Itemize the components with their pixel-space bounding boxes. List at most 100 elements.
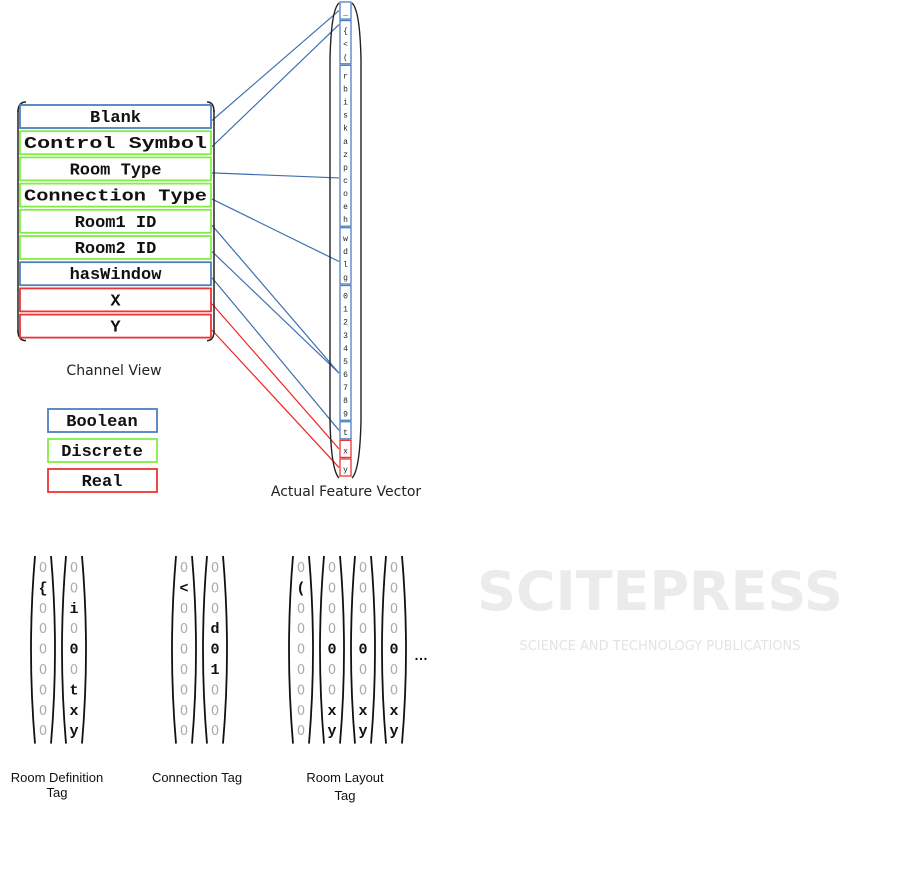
vector-value-zero: 0 <box>297 643 305 658</box>
vector-value-active: y <box>358 723 367 740</box>
feature-vector-bracket-left <box>329 2 340 479</box>
channel-box <box>19 208 212 234</box>
connector-control-symbol <box>211 24 340 148</box>
channel-box <box>19 182 212 208</box>
channel-label: Blank <box>90 109 141 128</box>
feature-symbol-s: s <box>343 112 348 121</box>
vector-value-zero: 0 <box>39 724 47 739</box>
vector-value-zero: 0 <box>390 602 398 617</box>
feature-symbol-sym: < <box>343 41 348 50</box>
tag-caption-line: Connection Tag <box>152 770 242 785</box>
feature-symbol-sym: _ <box>342 9 348 18</box>
vector-value-active: y <box>389 723 398 740</box>
channel-box <box>19 104 212 129</box>
connector-y <box>211 329 340 468</box>
channel-y: Y <box>19 313 212 339</box>
feature-symbol-g: g <box>343 274 348 283</box>
vector-bracket-left <box>61 555 67 744</box>
connectors <box>211 10 340 468</box>
vector-value-active: x <box>327 703 336 720</box>
vector-value-zero: 0 <box>39 561 47 576</box>
tag-caption-line: Room Definition <box>11 770 104 785</box>
connector-x <box>211 303 340 450</box>
channel-room2-id: Room2 ID <box>19 235 212 260</box>
vector-value-zero: 0 <box>297 602 305 617</box>
feature-symbol-5: 5 <box>343 358 348 367</box>
vector-value-zero: 0 <box>359 602 367 617</box>
vector-value-zero: 0 <box>297 561 305 576</box>
vector-value-active: 0 <box>358 642 367 659</box>
channel-box <box>19 261 212 287</box>
feature-vector-caption: Actual Feature Vector <box>271 484 422 500</box>
legend-swatch <box>47 408 158 433</box>
channel-label: Room Type <box>70 161 162 180</box>
vector-value-zero: 0 <box>359 683 367 698</box>
channel-label: Room1 ID <box>75 214 157 233</box>
tag-caption-line: Tag <box>47 785 68 800</box>
channel-bracket-bottom-right <box>206 330 215 342</box>
vector-value-zero: 0 <box>390 683 398 698</box>
watermark-secondary: SCIENCE AND TECHNOLOGY PUBLICATIONS <box>519 639 800 654</box>
vector-value-zero: 0 <box>328 683 336 698</box>
vector-value-zero: 0 <box>39 663 47 678</box>
feature-group-6: x <box>339 439 352 459</box>
feature-symbol-c: c <box>343 177 348 186</box>
connector-haswindow <box>211 277 340 431</box>
channel-label: X <box>110 292 121 311</box>
feature-symbol-d: d <box>343 248 348 257</box>
channel-blank: Blank <box>19 104 212 129</box>
watermark-primary: SCITEPRESS <box>477 560 843 623</box>
vector-value-active: ( <box>296 580 305 597</box>
feature-symbol-sym: ( <box>343 54 348 63</box>
vector-value-zero: 0 <box>39 683 47 698</box>
legend-item-discrete: Discrete <box>47 438 158 463</box>
vector-bracket-left <box>319 555 325 744</box>
vector-value-active: i <box>69 601 78 618</box>
feature-symbol-w: w <box>343 235 348 244</box>
vector-value-zero: 0 <box>211 683 219 698</box>
vector-value-zero: 0 <box>211 724 219 739</box>
feature-symbol-b: b <box>343 85 348 94</box>
watermark: SCITEPRESS SCIENCE AND TECHNOLOGY PUBLIC… <box>477 560 843 654</box>
feature-symbol-t: t <box>343 429 348 438</box>
vector-value-active: y <box>69 723 78 740</box>
feature-symbol-7: 7 <box>343 384 348 393</box>
vector-bracket-right <box>370 555 376 744</box>
vector-value-zero: 0 <box>328 581 336 596</box>
vector-value-active: 0 <box>69 642 78 659</box>
tag-caption-line: Tag <box>335 788 356 803</box>
channel-box <box>19 130 212 156</box>
channel-label: Y <box>110 319 121 338</box>
feature-symbol-4: 4 <box>343 345 348 354</box>
vector-value-zero: 0 <box>211 581 219 596</box>
tag-ellipsis: … <box>414 647 428 663</box>
vector-value-zero: 0 <box>39 602 47 617</box>
vector-value-zero: 0 <box>297 663 305 678</box>
vector-bracket-right <box>222 555 228 744</box>
feature-symbol-1: 1 <box>343 306 348 315</box>
vector-bracket-right <box>308 555 314 744</box>
feature-group-1: {<( <box>339 19 352 65</box>
feature-symbol-9: 9 <box>343 410 348 419</box>
vector-value-zero: 0 <box>359 561 367 576</box>
channel-label: Control Symbol <box>24 135 207 154</box>
vector-value-active: t <box>69 682 78 699</box>
vector-value-active: x <box>389 703 398 720</box>
legend-item-boolean: Boolean <box>47 408 158 433</box>
channel-box <box>19 156 212 182</box>
feature-symbol-x: x <box>343 447 348 456</box>
feature-symbol-2: 2 <box>343 319 348 328</box>
vector-value-zero: 0 <box>359 663 367 678</box>
channel-label: Connection Type <box>24 188 207 207</box>
vector-value-zero: 0 <box>211 602 219 617</box>
vector-bracket-left <box>30 555 36 744</box>
